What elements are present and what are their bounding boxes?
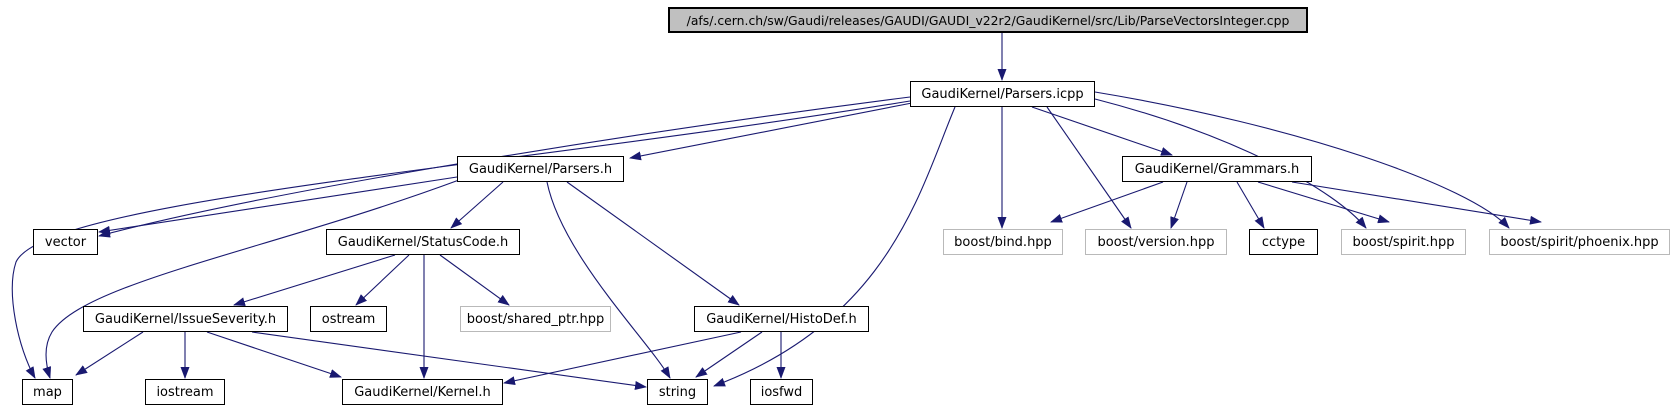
- edge-statuscode_h-to-issueseverity_h: [233, 254, 396, 307]
- node-cctype: cctype: [1249, 229, 1318, 255]
- edge-parsers_h-to-histodef_h: [566, 181, 740, 306]
- edge-parsers_h-to-statuscode_h: [450, 181, 504, 229]
- node-map: map: [22, 379, 73, 405]
- node-statuscode_h[interactable]: GaudiKernel/StatusCode.h: [326, 229, 520, 255]
- edge-parsers_icpp-to-string: [713, 106, 956, 387]
- node-ostream: ostream: [310, 306, 387, 332]
- node-boost_spirit_phoenix_hpp: boost/spirit/phoenix.hpp: [1489, 229, 1670, 255]
- edge-statuscode_h-to-boost_shared_ptr_hpp: [439, 254, 510, 306]
- edge-histodef_h-to-string: [695, 331, 763, 378]
- node-parse_vectors_integer_cpp: /afs/.cern.ch/sw/Gaudi/releases/GAUDI/GA…: [668, 7, 1308, 33]
- node-kernel_h[interactable]: GaudiKernel/Kernel.h: [342, 379, 503, 405]
- node-parsers_icpp[interactable]: GaudiKernel/Parsers.icpp: [910, 81, 1095, 107]
- edge-parsers_icpp-to-grammars_h: [1031, 106, 1173, 156]
- node-boost_shared_ptr_hpp: boost/shared_ptr.hpp: [460, 306, 611, 332]
- node-grammars_h[interactable]: GaudiKernel/Grammars.h: [1122, 156, 1312, 182]
- edge-histodef_h-to-kernel_h: [503, 331, 742, 386]
- edge-issueseverity_h-to-kernel_h: [206, 331, 342, 378]
- node-boost_version_hpp: boost/version.hpp: [1085, 229, 1227, 255]
- edge-parsers_h-to-map: [42, 179, 460, 379]
- edge-parsers_h-to-vector: [98, 176, 458, 235]
- node-boost_spirit_hpp: boost/spirit.hpp: [1341, 229, 1466, 255]
- edge-issueseverity_h-to-string: [251, 331, 647, 390]
- edge-parsers_icpp-to-parsers_h: [629, 102, 913, 161]
- edge-parsers_icpp-to-boost_version_hpp: [1046, 106, 1132, 229]
- node-iosfwd: iosfwd: [750, 379, 813, 405]
- node-iostream: iostream: [145, 379, 225, 405]
- node-boost_bind_hpp: boost/bind.hpp: [943, 229, 1063, 255]
- edge-grammars_h-to-boost_spirit_phoenix_hpp: [1291, 181, 1542, 225]
- node-string: string: [647, 379, 708, 405]
- edge-grammars_h-to-cctype: [1236, 181, 1265, 229]
- node-histodef_h[interactable]: GaudiKernel/HistoDef.h: [694, 306, 869, 332]
- node-vector: vector: [33, 229, 98, 255]
- edge-parsers_icpp-to-map: [11, 100, 911, 379]
- edge-parsers_h-to-string: [546, 181, 671, 379]
- node-parsers_h[interactable]: GaudiKernel/Parsers.h: [457, 156, 624, 182]
- node-issueseverity_h[interactable]: GaudiKernel/IssueSeverity.h: [83, 306, 288, 332]
- edge-grammars_h-to-boost_bind_hpp: [1050, 181, 1164, 223]
- edge-issueseverity_h-to-map: [75, 331, 144, 376]
- edge-grammars_h-to-boost_version_hpp: [1170, 181, 1188, 229]
- edge-grammars_h-to-boost_spirit_hpp: [1257, 181, 1390, 224]
- edge-parsers_icpp-to-boost_spirit_phoenix_hpp: [1094, 91, 1510, 229]
- edge-statuscode_h-to-ostream: [355, 254, 410, 306]
